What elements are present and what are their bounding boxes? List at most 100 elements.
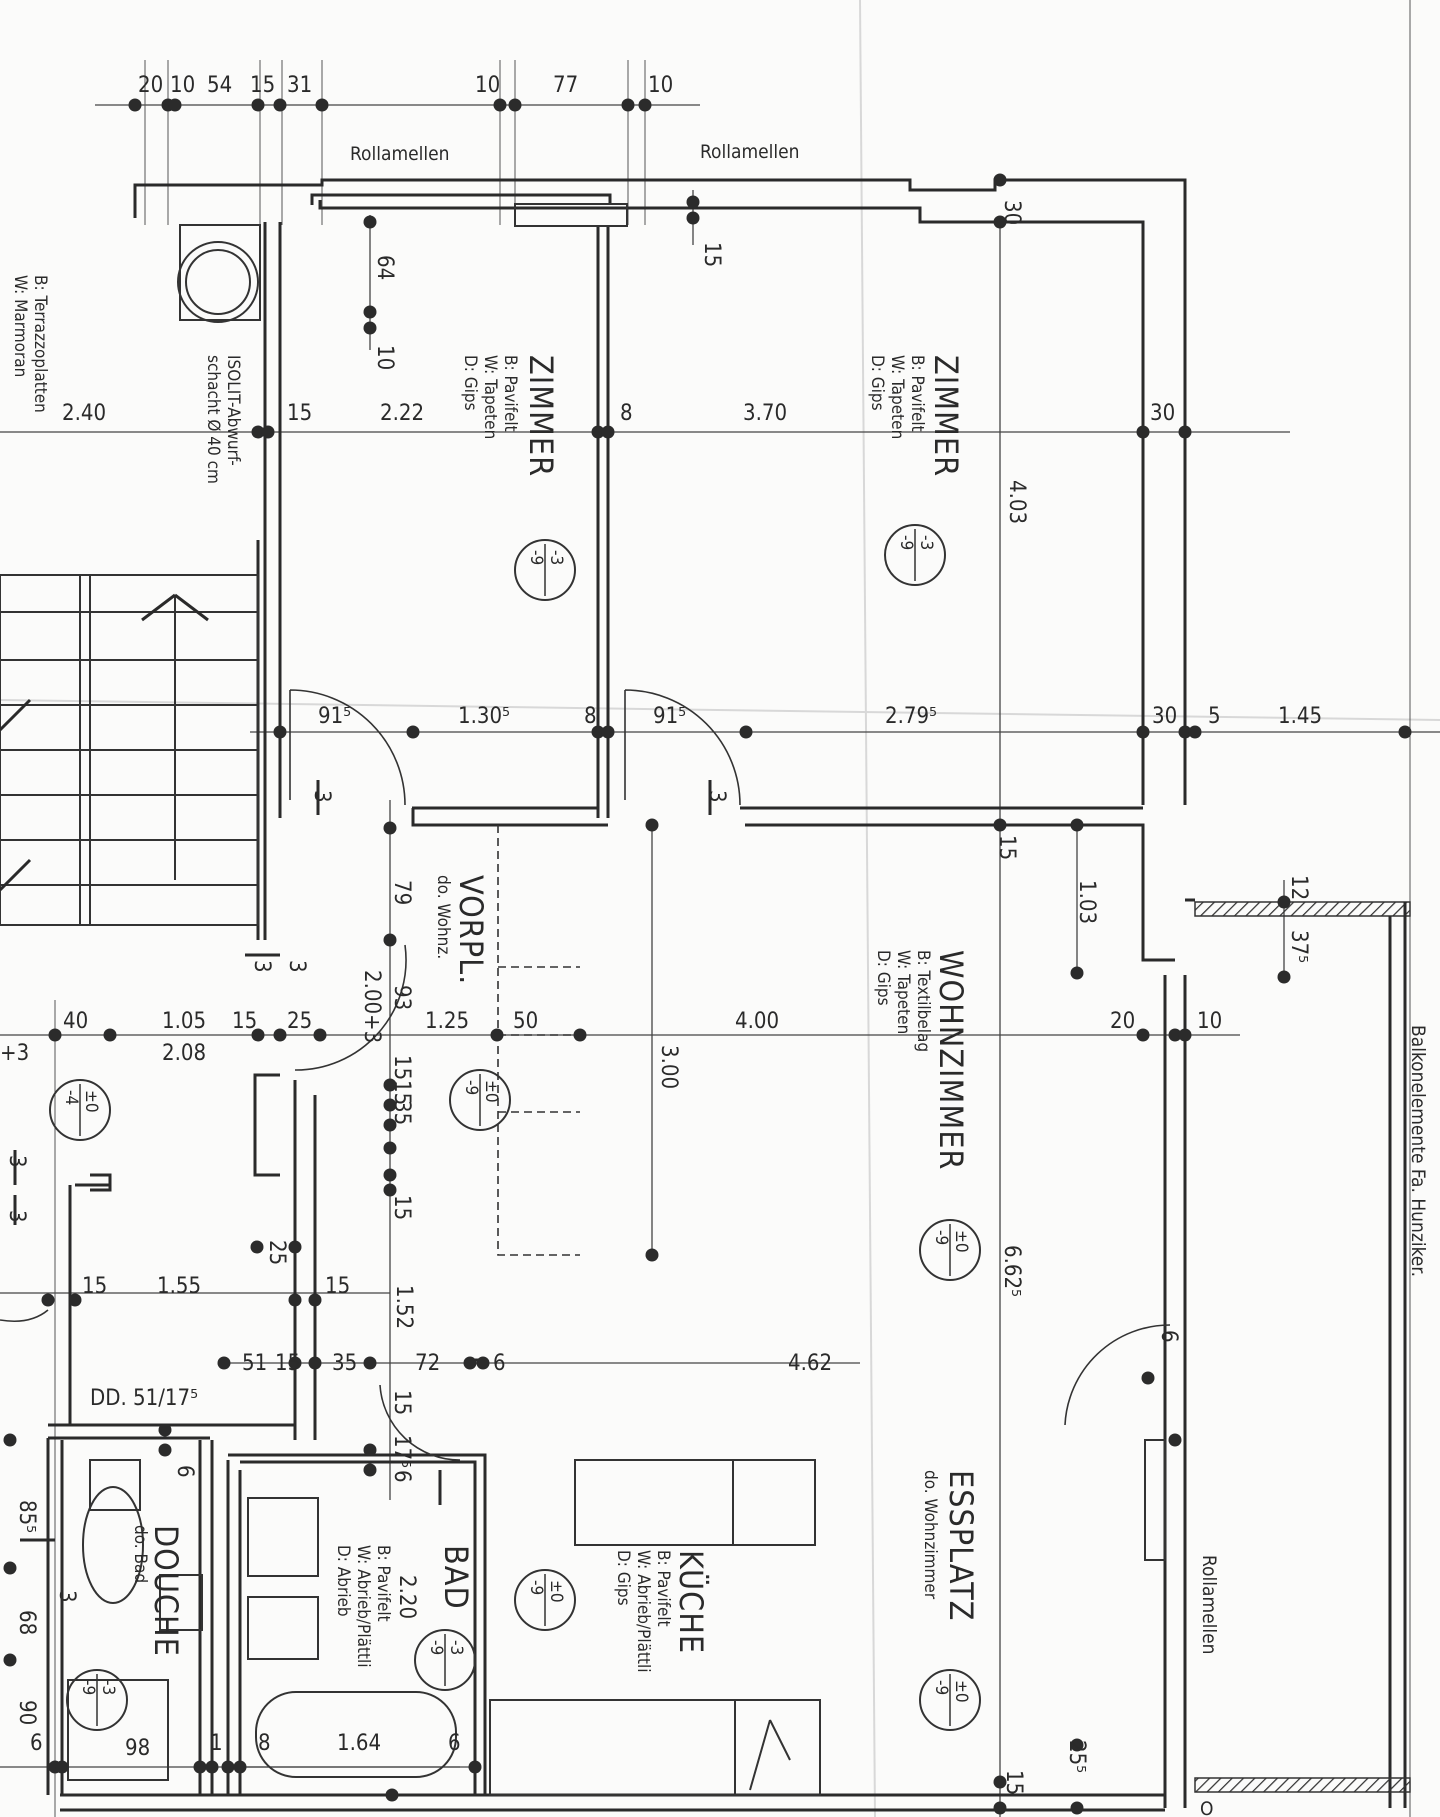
dimension-label: 6 [30, 1731, 43, 1756]
dimension-label: 2.40 [62, 401, 106, 426]
dimension-label-vertical: 93 [389, 985, 414, 1010]
dimension-point [645, 818, 659, 832]
level-bottom: -9 [526, 550, 546, 565]
floor-level-badge: ±0-9 [919, 1219, 981, 1281]
dimension-label-vertical: 3 [249, 960, 274, 973]
dimension-point [1070, 1738, 1084, 1752]
room-spec: B: Pavifelt [907, 355, 927, 432]
dimension-label: 1.30⁵ [458, 704, 510, 729]
dimension-label: +3 [0, 1041, 29, 1066]
dimension-label: 8 [258, 1731, 271, 1756]
dimension-point [645, 1248, 659, 1262]
dimension-point [508, 98, 522, 112]
dimension-point [55, 1760, 69, 1774]
dimension-point [308, 1356, 322, 1370]
dimension-point [1398, 725, 1412, 739]
room-spec: D: Gips [613, 1550, 633, 1606]
dimension-point [1070, 818, 1084, 832]
dimension-point [383, 821, 397, 835]
dimension-label: 98 [125, 1736, 150, 1761]
dimension-point [591, 725, 605, 739]
dimension-point [273, 1028, 287, 1042]
dimension-point [308, 1293, 322, 1307]
dimension-point [251, 425, 265, 439]
dimension-point [601, 725, 615, 739]
dimension-point [686, 211, 700, 225]
level-bottom: -9 [426, 1640, 446, 1655]
level-bottom: -9 [461, 1080, 481, 1095]
dimension-point [493, 98, 507, 112]
dimension-label: 31 [287, 73, 312, 98]
dimension-label-vertical: 3 [54, 1590, 79, 1603]
dimension-label-vertical: 4.03 [1004, 480, 1029, 524]
dimension-label: 6 [448, 1731, 461, 1756]
dimension-label-vertical: 90 [14, 1700, 39, 1725]
dimension-point [591, 425, 605, 439]
dimension-label: 20 [1110, 1009, 1135, 1034]
dimension-label: 5 [1208, 704, 1221, 729]
annotations: Rollamellen Rollamellen Rollamellen Balk… [10, 141, 1429, 1817]
dimension-point [48, 1028, 62, 1042]
dimension-point [1178, 1028, 1192, 1042]
dimension-point [261, 425, 275, 439]
dimension-label: 4.62 [788, 1351, 832, 1376]
dimension-point [205, 1760, 219, 1774]
floor-level-badge: -3-9 [884, 524, 946, 586]
dimension-label: 77 [553, 73, 578, 98]
level-bottom: -9 [526, 1580, 546, 1595]
room-spec: W: Tapeten [893, 950, 913, 1034]
dimension-point [313, 1028, 327, 1042]
dimension-point [315, 98, 329, 112]
dimension-point [250, 1240, 264, 1254]
level-top: ±0 [481, 1080, 501, 1103]
dimension-point [1188, 725, 1202, 739]
dimension-point [1277, 895, 1291, 909]
dimension-label-vertical: 25⁵ [1064, 1740, 1089, 1773]
dimension-label-vertical: 2.00+3 [359, 970, 384, 1043]
room-spec: W: Tapeten [480, 355, 500, 439]
floor-level-badge: -3-9 [414, 1629, 476, 1691]
room-spec: W: Abrieb/Plättli [353, 1545, 373, 1667]
stair-spec-1: B: Terrazzoplatten [30, 275, 50, 413]
floor-level-badge: ±0-9 [514, 1569, 576, 1631]
balcony-label: Balkonelemente Fa. Hunziker. [1407, 1025, 1429, 1277]
dimension-point [383, 1168, 397, 1182]
fixtures [67, 825, 821, 1796]
dimension-point [68, 1293, 82, 1307]
dimension-label: 15 [287, 401, 312, 426]
dimension-point [251, 1028, 265, 1042]
dimension-label: 1.52 [391, 1285, 416, 1329]
dimension-point [1168, 1433, 1182, 1447]
dimension-label: 51 [242, 1351, 267, 1376]
dimension-point [158, 1443, 172, 1457]
dimension-label: 15 [325, 1274, 350, 1299]
dimension-label-vertical: 6 [172, 1465, 197, 1478]
dimension-point [993, 215, 1007, 229]
dimension-label-vertical: 64 [372, 255, 397, 280]
dimension-point [993, 173, 1007, 187]
dimension-point [383, 1141, 397, 1155]
dimension-label-vertical: 15 [389, 1080, 414, 1105]
dimension-point [1136, 725, 1150, 739]
dimension-point [3, 1433, 17, 1447]
dimension-label-vertical: 17⁵ [389, 1435, 414, 1468]
cover-label: DD. 51/17⁵ [90, 1386, 198, 1411]
dimension-point [406, 725, 420, 739]
level-top: -3 [446, 1640, 466, 1655]
dimension-point [288, 1356, 302, 1370]
dimension-label-vertical: 3.00 [656, 1045, 681, 1089]
floor-level-badge: -3-9 [514, 539, 576, 601]
dimension-label: 72 [415, 1351, 440, 1376]
shaft-label-line-2: schacht Ø 40 cm [203, 355, 223, 484]
dimension-label-vertical: 6.62⁵ [999, 1245, 1024, 1297]
floor-level-badge: ±0-9 [919, 1669, 981, 1731]
dimension-point [363, 215, 377, 229]
dimension-label: 54 [207, 73, 232, 98]
dimension-label: 6 [493, 1351, 506, 1376]
floor-level-badge: -3-9 [66, 1669, 128, 1731]
dimension-label-vertical: 3 [4, 1210, 29, 1223]
level-bottom: -4 [61, 1090, 81, 1105]
